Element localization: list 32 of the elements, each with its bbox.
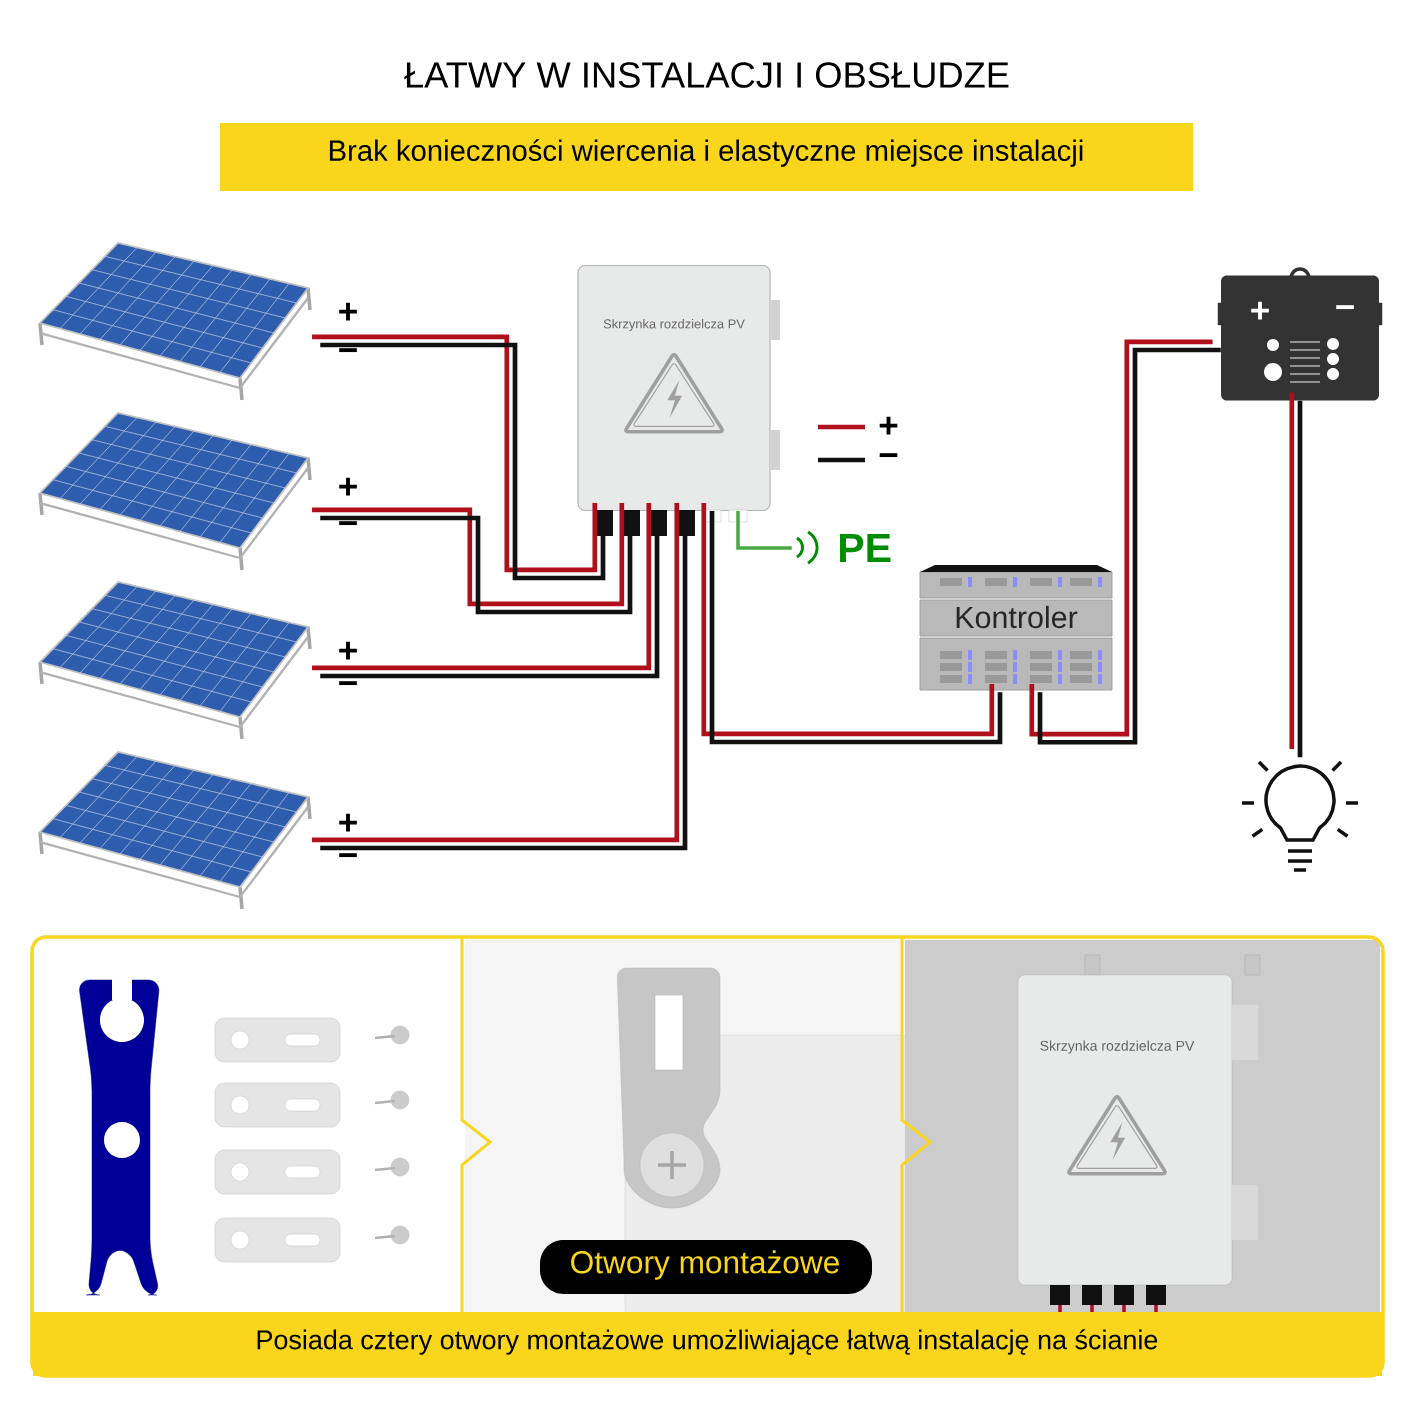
- solar-panel-drawing: [38, 412, 312, 571]
- junction-box-drawing: Skrzynka rozdzielcza PV: [577, 264, 780, 536]
- cable: [312, 502, 660, 679]
- cable: [312, 502, 633, 615]
- callout-pill: Otwory montażowe: [540, 1240, 872, 1294]
- polarity-sign: −: [339, 681, 357, 686]
- cable: [312, 334, 606, 581]
- polarity-sign: +: [339, 813, 357, 832]
- polarity-sign: +: [339, 641, 357, 660]
- ground-wire: [736, 511, 792, 550]
- polarity-sign: +: [339, 302, 357, 321]
- legend-item: −: [818, 453, 898, 463]
- cable: [1029, 339, 1221, 745]
- solar-panel-drawing: [38, 581, 312, 740]
- box-label: Skrzynka rozdzielcza PV: [1040, 1040, 1195, 1054]
- polarity-sign: −: [339, 521, 357, 526]
- legend-item: +: [818, 416, 898, 435]
- cable: [312, 502, 688, 851]
- node-label: Kontroler: [956, 605, 1078, 629]
- polarity-sign: −: [339, 348, 357, 353]
- cable: [1289, 392, 1303, 758]
- caption-banner: Posiada cztery otwory montażowe umożliwiające łatwą instalację na ścianie: [33, 1312, 1382, 1376]
- subtitle-banner: Brak konieczności wiercenia i elastyczne miejsce instalacji: [220, 123, 1193, 191]
- polarity-sign: −: [339, 853, 357, 858]
- ground-label: PE: [840, 533, 891, 563]
- title: ŁATWY W INSTALACJI I OBSŁUDZE: [404, 62, 1009, 88]
- controller-rack-drawing: Kontroler: [919, 565, 1113, 691]
- solar-panel-drawing: [38, 242, 312, 401]
- cable: [701, 502, 1003, 745]
- polarity-sign: +: [339, 477, 357, 496]
- solar-panel-drawing: [38, 751, 312, 910]
- battery-drawing: + −: [1217, 267, 1383, 401]
